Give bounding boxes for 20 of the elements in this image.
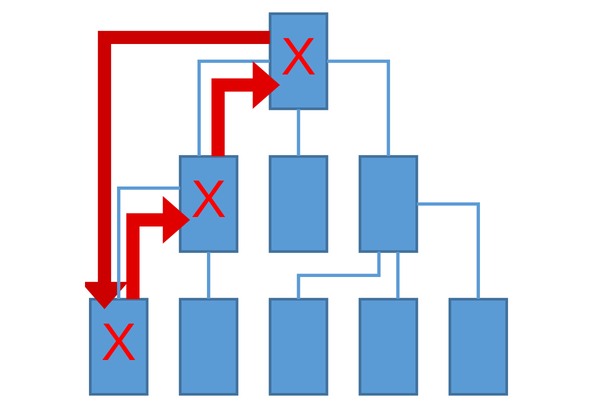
node-box (448, 298, 508, 396)
connector (326, 60, 390, 156)
connector (296, 252, 381, 300)
node-box (358, 298, 418, 396)
connector (396, 252, 400, 299)
connector (296, 109, 300, 156)
arrow (85, 30, 270, 310)
node-box: X (178, 155, 238, 253)
node-box (178, 298, 238, 396)
arrow (126, 196, 190, 300)
node-box (358, 155, 418, 253)
arrow (211, 61, 280, 156)
node-box (268, 155, 328, 253)
connector (197, 60, 270, 156)
connector (117, 186, 180, 300)
node-box (268, 298, 328, 396)
connector (416, 202, 480, 299)
node-box: X (88, 298, 148, 396)
connector (206, 252, 210, 299)
node-box: X (268, 12, 328, 110)
